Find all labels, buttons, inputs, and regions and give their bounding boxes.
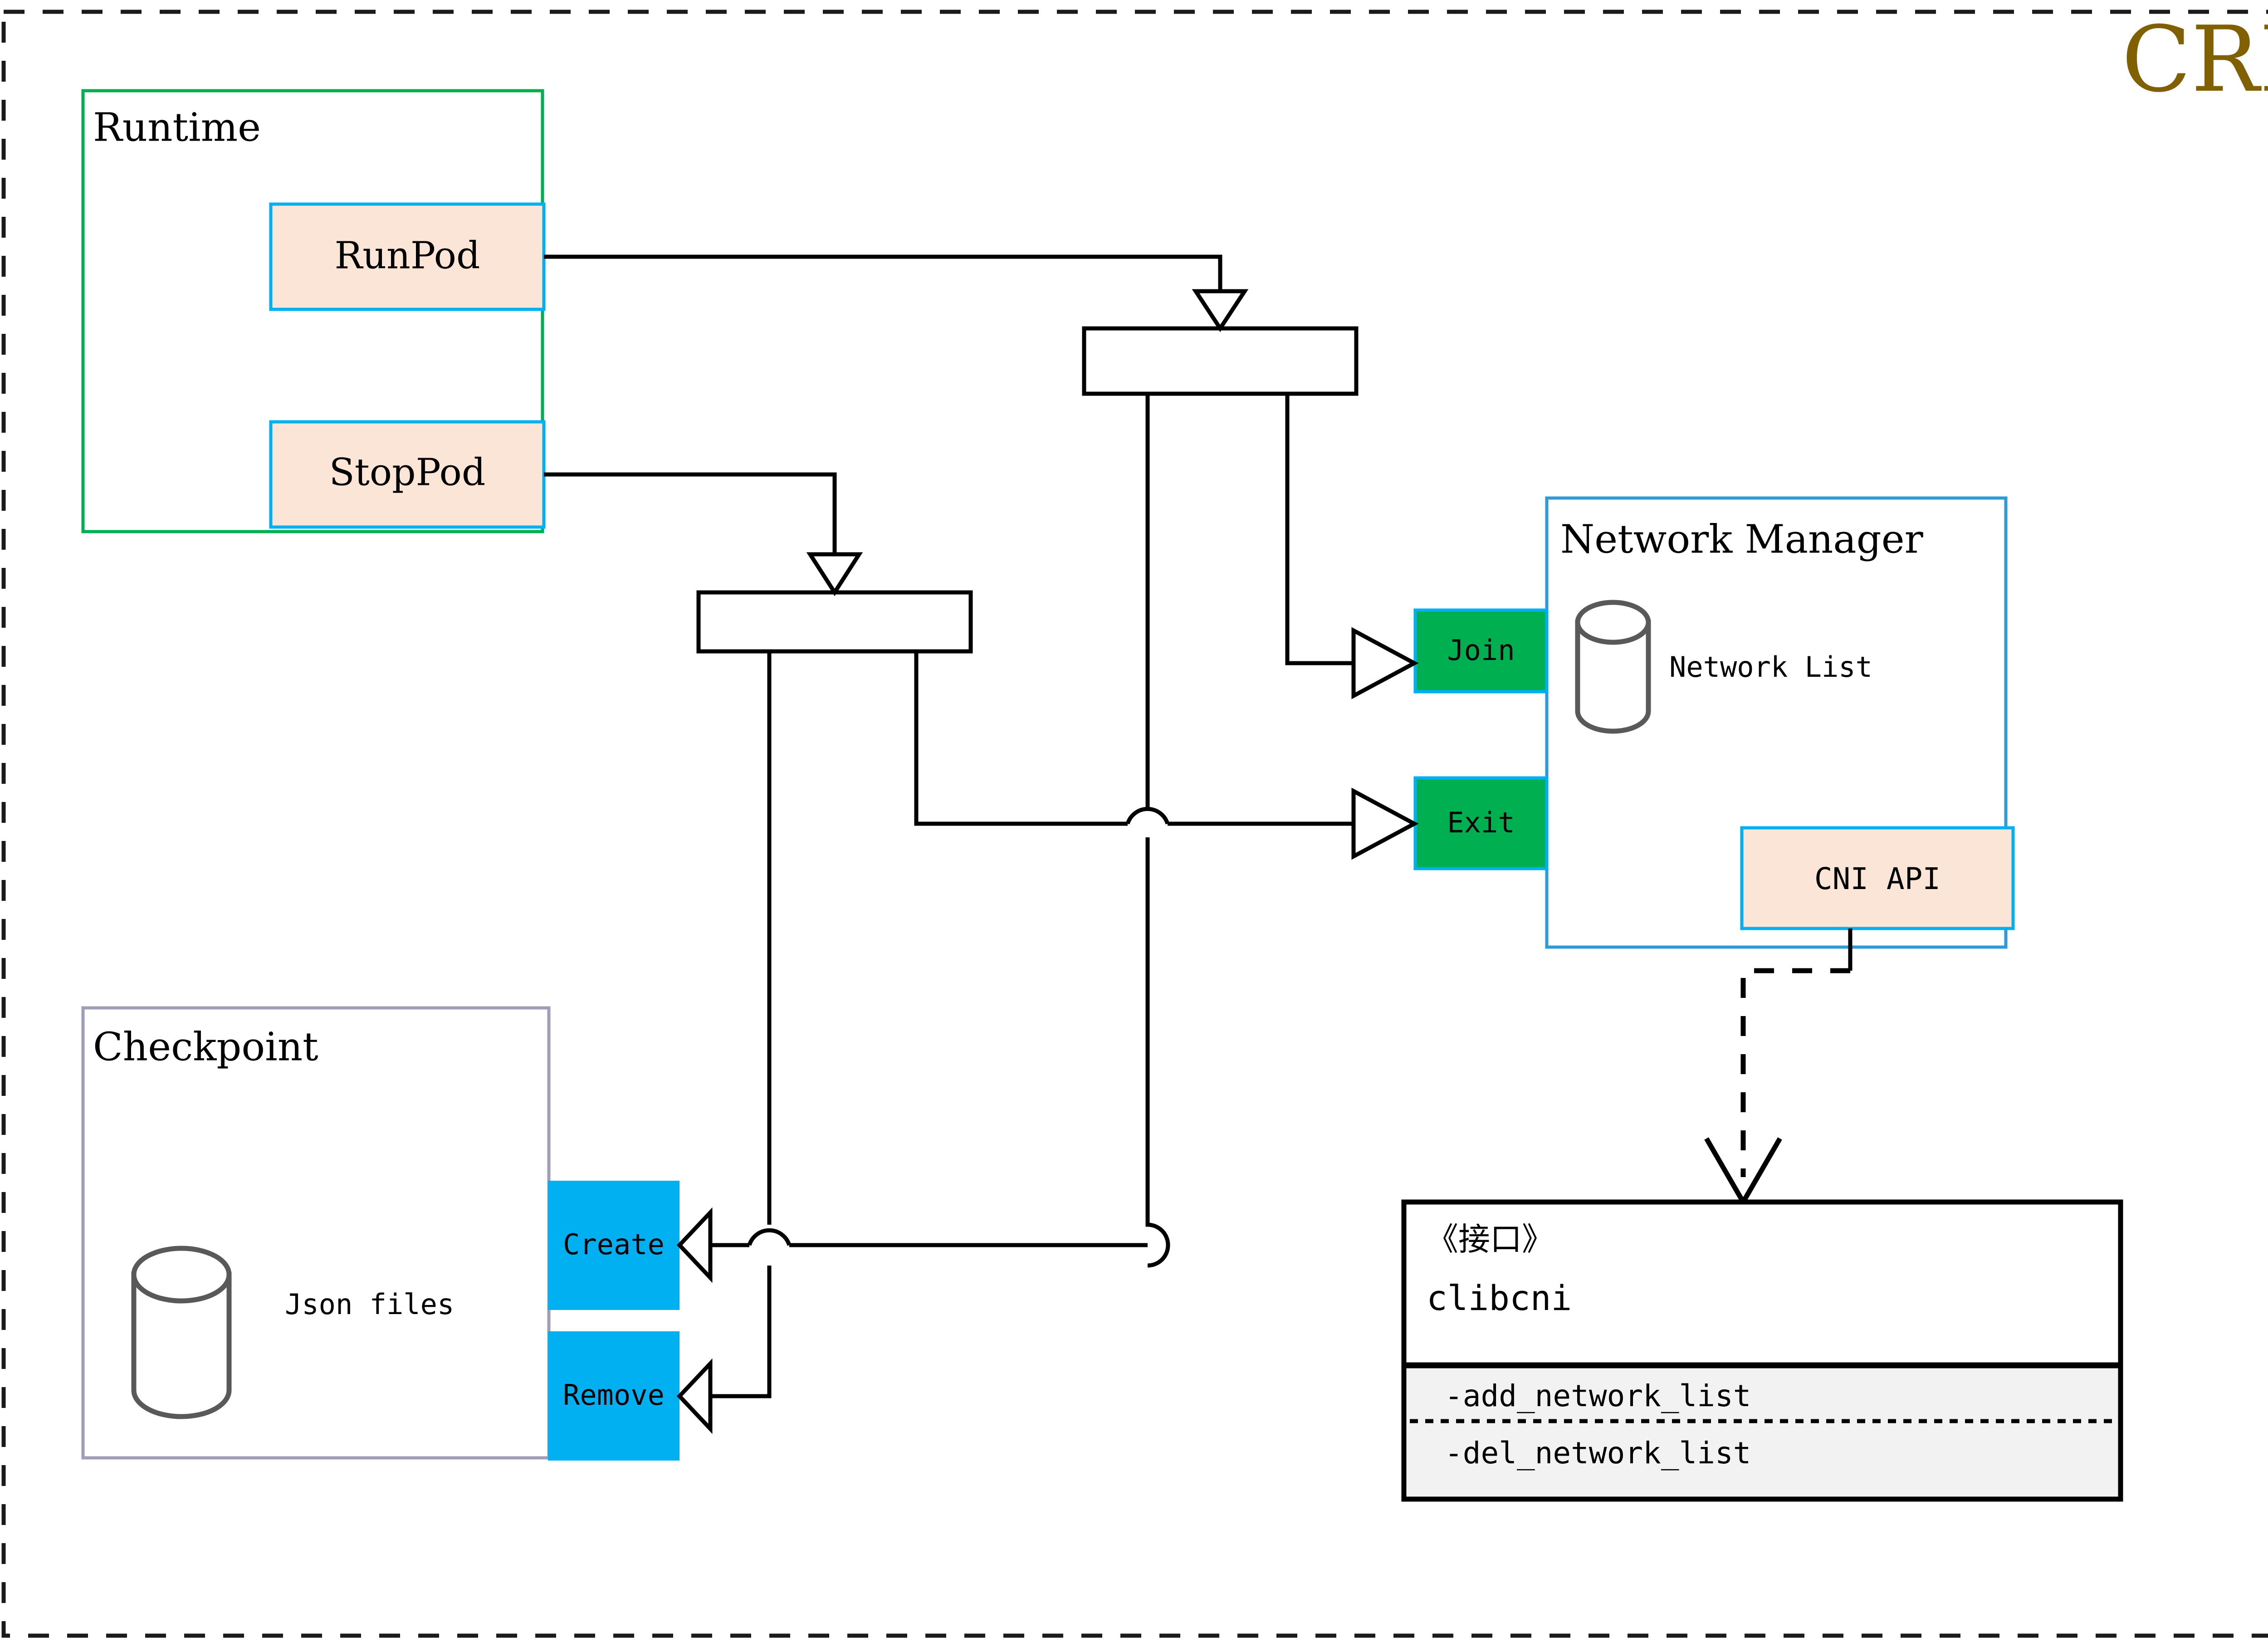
arrowhead-join: [1351, 627, 1419, 699]
lower-fork-bar: [696, 590, 973, 654]
line-hop-create-crossing: [747, 1228, 792, 1246]
arrowhead-runpod-upper-bar: [1192, 289, 1249, 332]
json-files-label: Json files: [285, 1288, 454, 1321]
edge-cniapi-to-clibcni: [1740, 968, 1850, 1177]
edge-upper-bar-left-stub-down: [1145, 394, 1170, 1268]
exit-node[interactable]: [1413, 776, 1549, 870]
clibcni-method-1: -del_network_list: [1445, 1436, 1751, 1471]
network-list-database-icon: [1575, 600, 1651, 734]
clibcni-method-0: -add_network_list: [1445, 1378, 1751, 1413]
clibcni-method-compartment: [1401, 1363, 2123, 1502]
network-list-label: Network List: [1669, 650, 1872, 684]
clibcni-name: clibcni: [1427, 1278, 1572, 1318]
stoppod-label: StopPod: [329, 451, 486, 494]
runtime-group-label: Runtime: [93, 105, 261, 151]
create-node[interactable]: [548, 1181, 679, 1310]
edge-runpod-to-upper-bar: [544, 254, 1222, 291]
arrowhead-stoppod-lower-bar: [806, 552, 863, 596]
page-title: CRI: [2121, 7, 2268, 112]
runtime-group-box: [81, 89, 544, 533]
create-label: Create: [563, 1228, 665, 1261]
edge-stoppod-to-lower-bar: [544, 472, 837, 554]
cni-api-label: CNI API: [1814, 861, 1941, 896]
exit-label: Exit: [1447, 806, 1515, 839]
edge-lower-bar-to-remove: [710, 651, 772, 1398]
remove-node[interactable]: [548, 1331, 679, 1461]
cni-api-node[interactable]: [1740, 826, 2015, 930]
clibcni-stereotype: 《接口》: [1427, 1221, 1554, 1258]
join-label: Join: [1447, 634, 1515, 667]
remove-label: Remove: [563, 1378, 665, 1412]
outer-dashed-frame: [1, 10, 2268, 1638]
network-manager-group-label: Network Manager: [1560, 517, 1924, 562]
line-hop-exit-crossing: [1125, 807, 1170, 825]
json-files-database-icon: [131, 1246, 232, 1419]
arrowhead-remove: [676, 1358, 713, 1434]
arrowhead-create: [676, 1207, 713, 1283]
upper-fork-bar: [1082, 326, 1359, 396]
runpod-label: RunPod: [334, 235, 480, 278]
checkpoint-group-label: Checkpoint: [93, 1025, 318, 1070]
edge-upper-bar-to-join: [1285, 394, 1354, 665]
arrowhead-exit: [1351, 787, 1419, 860]
network-manager-group-box: [1545, 496, 2008, 949]
edge-lower-bar-to-exit: [914, 651, 1354, 826]
join-node[interactable]: [1413, 608, 1549, 694]
stoppod-node[interactable]: [269, 420, 546, 529]
